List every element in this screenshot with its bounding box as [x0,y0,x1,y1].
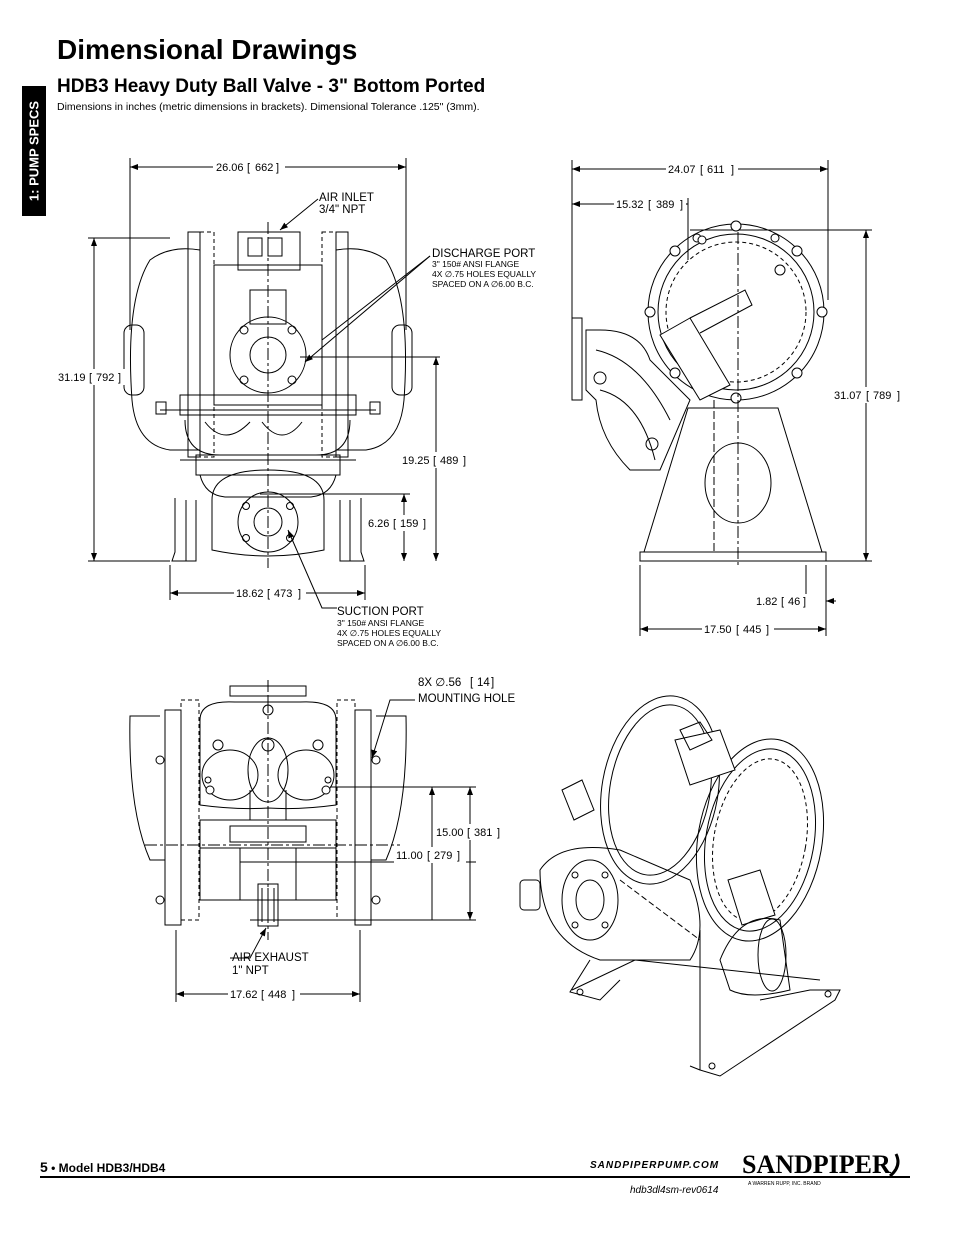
base-width-dim: 18.62 [236,588,264,600]
air-exhaust-label: AIR EXHAUST [232,952,309,964]
logo-swoosh-icon [889,1153,900,1178]
front-view-labels: 26.06 [ 662 ] 31.19 [ 792 ] 19.25 [ 489 … [55,160,536,648]
bottom-view-labels: 8X ∅.56 [ 14 ] MOUNTING HOLE 15.00 [ 381… [228,677,515,1001]
side-width-dim: 24.07 [668,164,696,176]
air-inlet-size: 3/4" NPT [319,204,365,216]
svg-text:[: [ [433,455,436,467]
side-offset-mm: 389 [656,199,674,211]
logo-wordmark: SANDPIPER [742,1150,891,1179]
bottom-width-mm: 448 [268,989,286,1001]
svg-text:[: [ [648,199,651,211]
svg-text:]: ] [457,850,460,862]
page-number: 5 • Model HDB3/HDB4 [40,1159,165,1175]
svg-text:]: ] [118,372,121,384]
front-view-drawing [88,158,440,609]
dimension-note: Dimensions in inches (metric dimensions … [57,101,480,113]
mounting-hole-label: MOUNTING HOLE [418,693,515,705]
svg-text:]: ] [292,989,295,1001]
side-width-mm: 611 [707,164,725,176]
model-label: • Model HDB3/HDB4 [51,1161,166,1175]
suction-height-dim: 6.26 [368,518,389,530]
mounting-hole-qty: 8X ∅.56 [418,677,461,689]
front-width-mm: 662 [255,162,273,174]
air-inlet-label: AIR INLET [319,192,374,204]
svg-text:[: [ [247,162,250,174]
svg-text:]: ] [766,624,769,636]
mounting-hole-mm: 14 [477,677,490,689]
section-tab: 1: PUMP SPECS [22,86,46,216]
discharge-port-label: DISCHARGE PORT [432,248,535,260]
base-width-mm: 473 [274,588,292,600]
page-title: Dimensional Drawings [57,34,358,65]
svg-text:[: [ [866,390,869,402]
svg-text:]: ] [491,677,494,689]
svg-text:[: [ [467,827,470,839]
side-base-dim: 17.50 [704,624,732,636]
suction-port-line1: 3" 150# ANSI FLANGE [337,618,424,628]
bottom-depth-inner-mm: 279 [434,850,452,862]
side-height-mm: 789 [873,390,891,402]
side-view-drawing [571,160,872,636]
discharge-height-dim: 19.25 [402,455,430,467]
page-subtitle: HDB3 Heavy Duty Ball Valve - 3" Bottom P… [57,76,486,97]
bottom-depth-outer-dim: 15.00 [436,827,464,839]
side-foot-mm: 46 [788,596,800,608]
bottom-depth-outer-mm: 381 [474,827,492,839]
page-number-value: 5 [40,1159,48,1175]
svg-text:[: [ [89,372,92,384]
svg-text:]: ] [803,596,806,608]
front-height-mm: 792 [96,372,114,384]
svg-text:[: [ [700,164,703,176]
suction-port-line2: 4X ∅.75 HOLES EQUALLY [337,628,441,638]
front-width-dim: 26.06 [216,162,244,174]
svg-text:[: [ [261,989,264,1001]
bottom-view-drawing [129,680,476,1002]
side-height-dim: 31.07 [834,390,862,402]
svg-text:]: ] [463,455,466,467]
suction-port-line3: SPACED ON A ∅6.00 B.C. [337,638,439,648]
discharge-port-line1: 3" 150# ANSI FLANGE [432,259,519,269]
bottom-width-dim: 17.62 [230,989,258,1001]
footer-rule [40,1176,910,1178]
side-base-mm: 445 [743,624,761,636]
svg-text:[: [ [427,850,430,862]
discharge-height-mm: 489 [440,455,458,467]
side-view-labels: 24.07 [ 611 ] 15.32 [ 389 ] 31.07 [ 789 … [614,162,904,636]
website-link[interactable]: SANDPIPERPUMP.COM [590,1160,720,1171]
svg-text:]: ] [680,199,683,211]
side-foot-dim: 1.82 [756,596,777,608]
isometric-view-drawing [519,695,841,1077]
svg-text:[: [ [736,624,739,636]
svg-text:]: ] [897,390,900,402]
discharge-port-line3: SPACED ON A ∅6.00 B.C. [432,279,534,289]
bottom-depth-inner-dim: 11.00 [396,850,423,862]
svg-text:]: ] [276,162,279,174]
front-height-dim: 31.19 [58,372,86,384]
svg-text:[: [ [393,518,396,530]
svg-text:[: [ [267,588,270,600]
suction-height-mm: 159 [400,518,418,530]
logo-tagline: A WARREN RUPP, INC. BRAND [748,1181,821,1187]
revision-code: hdb3dl4sm-rev0614 [630,1185,719,1196]
air-exhaust-size: 1" NPT [232,965,269,977]
discharge-port-line2: 4X ∅.75 HOLES EQUALLY [432,269,536,279]
svg-text:]: ] [731,164,734,176]
sandpiper-logo: SANDPIPER A WARREN RUPP, INC. BRAND [742,1150,900,1187]
svg-text:]: ] [497,827,500,839]
svg-text:]: ] [423,518,426,530]
svg-text:]: ] [298,588,301,600]
svg-text:[: [ [470,677,474,689]
side-offset-dim: 15.32 [616,199,644,211]
svg-text:[: [ [781,596,784,608]
suction-port-label: SUCTION PORT [337,606,424,618]
